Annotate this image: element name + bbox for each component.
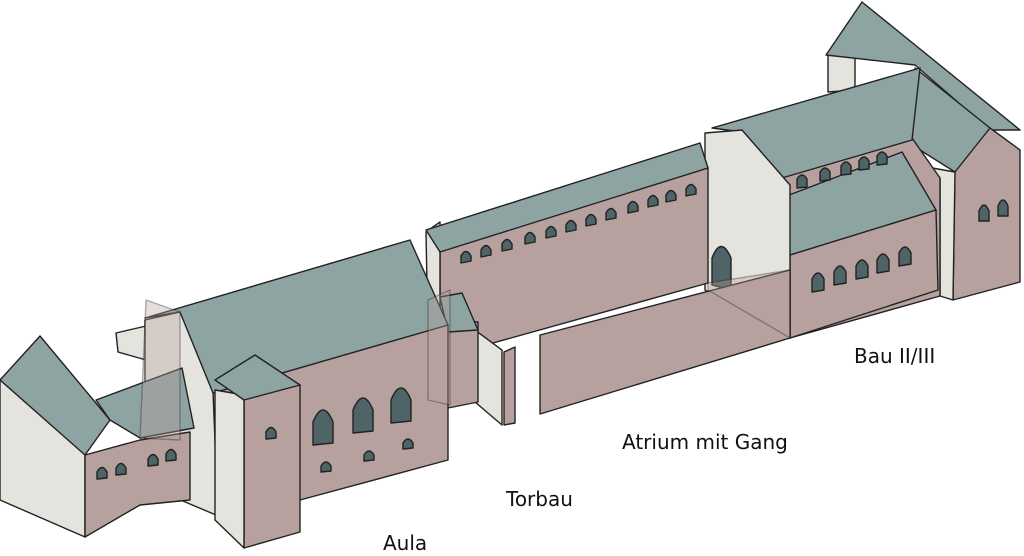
bau-iii-windows bbox=[811, 246, 912, 293]
torbau-building bbox=[439, 292, 503, 426]
left-building-roof-2 bbox=[95, 367, 195, 439]
aula-tower-side bbox=[214, 389, 245, 549]
atrium-roof bbox=[425, 142, 709, 253]
left-building bbox=[0, 335, 195, 538]
torbau-gable bbox=[474, 329, 503, 426]
label-bau-ii-iii: Bau II/III bbox=[854, 344, 936, 368]
atrium-windows bbox=[460, 183, 697, 264]
label-atrium-mit-gang: Atrium mit Gang bbox=[622, 430, 788, 454]
aula-rear-gable bbox=[115, 325, 147, 361]
gang-corridor-wall bbox=[539, 269, 791, 415]
bau-wing-roof bbox=[825, 1, 1021, 131]
label-torbau: Torbau bbox=[506, 487, 573, 511]
aula-tower-roof bbox=[214, 354, 301, 401]
gang-post bbox=[503, 346, 516, 426]
atrium-building bbox=[425, 142, 791, 426]
bau-wing-windows bbox=[978, 199, 1009, 222]
left-building-wall bbox=[84, 431, 191, 538]
ghost-outlines bbox=[139, 269, 791, 441]
aula-roof bbox=[144, 239, 449, 394]
aula-windows bbox=[265, 387, 414, 473]
bau-ii-upper-windows bbox=[796, 151, 888, 189]
label-aula: Aula bbox=[383, 531, 428, 555]
bau-doorway-arch bbox=[711, 245, 732, 291]
left-building-windows bbox=[96, 448, 177, 480]
aula-tower-front bbox=[243, 384, 301, 549]
